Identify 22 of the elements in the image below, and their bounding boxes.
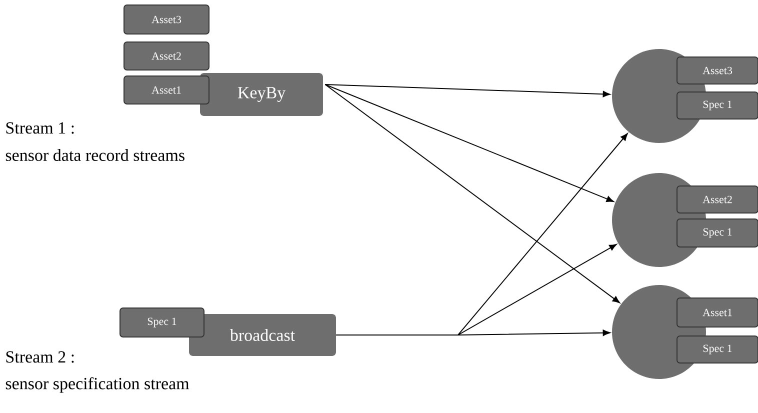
node-label: broadcast — [230, 329, 295, 341]
label-box: Asset2 — [676, 186, 758, 214]
arrow — [336, 330, 610, 336]
label-box: Spec 1 — [676, 92, 758, 120]
label-box: Spec 1 — [676, 218, 758, 248]
node-label: KeyBy — [238, 87, 286, 102]
label-box: Asset2 — [124, 42, 210, 70]
label-box: Asset3 — [124, 4, 210, 34]
operator-box: KeyBy — [200, 73, 323, 116]
operator-box: broadcast — [189, 314, 336, 356]
arrow — [324, 84, 610, 98]
stream-label: Stream 2 : — [6, 351, 74, 363]
label-box: Asset3 — [676, 56, 758, 84]
arrow — [324, 84, 614, 202]
label-box: Asset1 — [676, 298, 758, 328]
stream-label: sensor specification stream — [6, 377, 190, 393]
stream-label: Stream 1 : — [6, 122, 74, 134]
label-box: Spec 1 — [676, 336, 758, 364]
stream-label: sensor data record streams — [6, 149, 184, 161]
label-box: Asset1 — [124, 76, 210, 104]
arrow — [324, 84, 620, 304]
label-box: Spec 1 — [120, 308, 204, 338]
